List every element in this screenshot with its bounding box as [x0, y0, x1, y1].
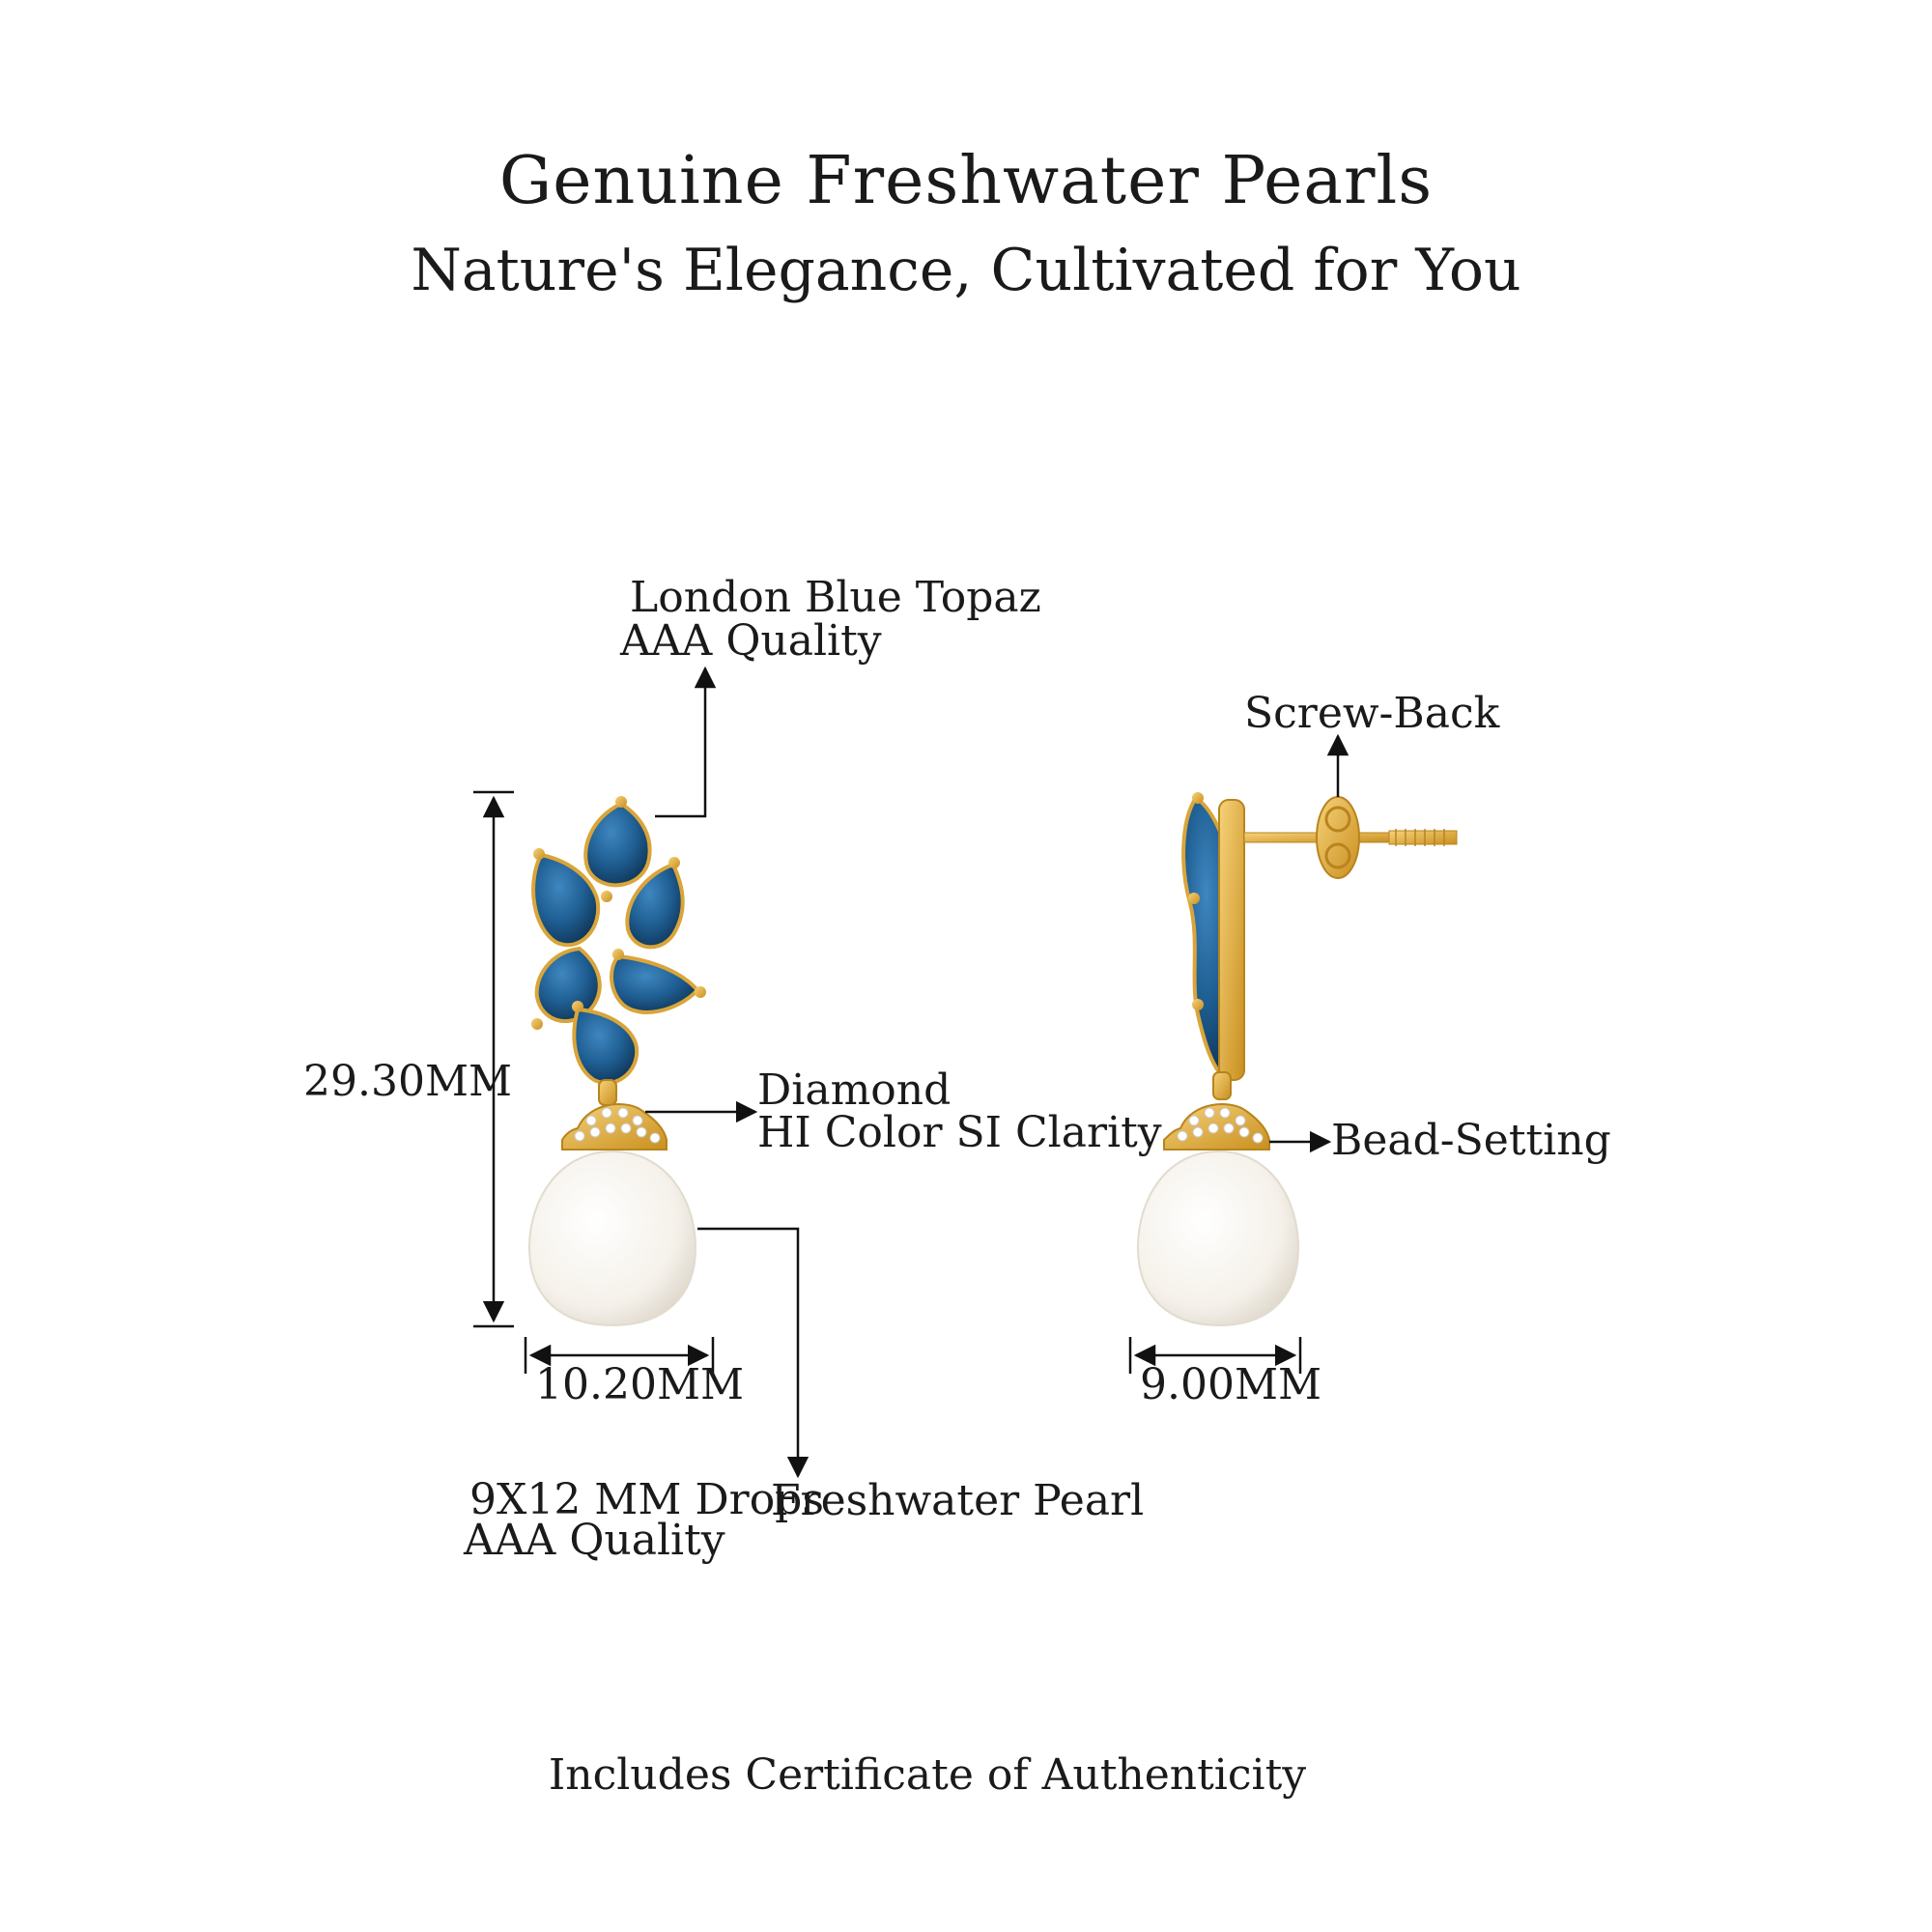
topaz-label-line1: London Blue Topaz: [630, 573, 1041, 622]
diamond-label-line2: HI Color SI Clarity: [757, 1108, 1162, 1157]
pearl-side: [1136, 1150, 1300, 1327]
pearl-front: [527, 1150, 697, 1327]
topaz-leader: [655, 666, 717, 818]
bead-setting-label: Bead-Setting: [1331, 1116, 1611, 1165]
certificate-note: Includes Certificate of Authenticity: [548, 1750, 1307, 1800]
diamond-cap: [561, 1103, 668, 1151]
pearl-leader: [697, 1227, 810, 1479]
screw-back-label: Screw-Back: [1244, 689, 1500, 738]
pearl-label-type: Freshwater Pearl: [771, 1476, 1145, 1525]
topaz-cluster: [531, 801, 700, 1086]
side-width-dimension-label: 9.00MM: [1140, 1360, 1322, 1409]
height-dimension-label: 29.30MM: [303, 1057, 513, 1106]
pearl-label-quality: AAA Quality: [464, 1516, 725, 1565]
pearl-label-size: 9X12 MM Drops: [469, 1475, 824, 1524]
page-subtitle: Nature's Elegance, Cultivated for You: [411, 237, 1521, 304]
front-earring: [527, 796, 706, 1327]
page-title: Genuine Freshwater Pearls: [498, 143, 1434, 219]
topaz-label-line2: AAA Quality: [620, 616, 882, 666]
front-width-dimension-label: 10.20MM: [535, 1360, 745, 1409]
diamond-label-line1: Diamond: [757, 1065, 952, 1115]
side-earring: [1136, 792, 1458, 1327]
